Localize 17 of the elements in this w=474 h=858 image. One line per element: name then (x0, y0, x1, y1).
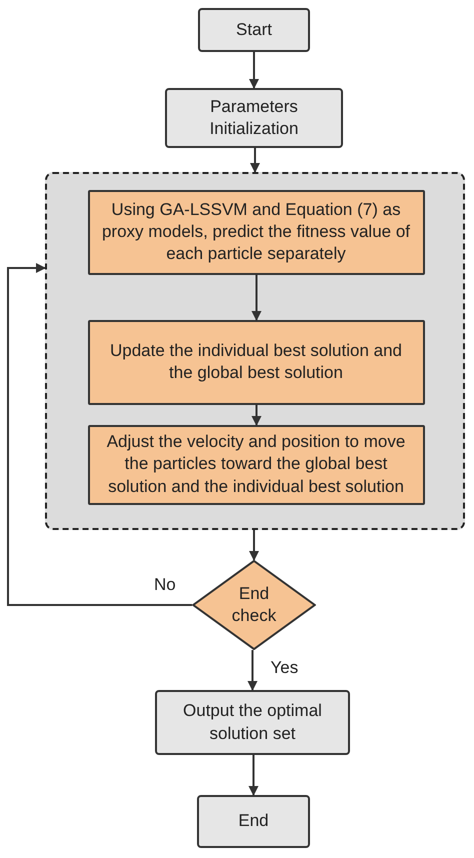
arrow (7, 263, 192, 606)
start-terminal: Start (198, 8, 310, 52)
decision-diamond: End check (192, 560, 316, 650)
arrow (248, 650, 258, 691)
arrow (250, 148, 260, 173)
process-box: Adjust the velocity and position to move the particles toward the global best solution and the individual best solution (88, 424, 424, 504)
arrow (249, 52, 259, 89)
end-terminal: End (197, 795, 310, 848)
arrow (252, 405, 262, 426)
arrow (248, 755, 258, 796)
process-box: Parameters Initialization (165, 88, 343, 148)
process-box: Update the individual best solution and the global best solution (88, 320, 424, 404)
process-box: Output the optimal solution set (155, 690, 350, 755)
arrow (252, 275, 262, 321)
arrow (249, 530, 259, 561)
dashed-group-frame (45, 172, 465, 530)
process-box: Using GA-LSSVM and Equation (7) as proxy models, predict the fitness value of each particle separately (88, 190, 424, 274)
